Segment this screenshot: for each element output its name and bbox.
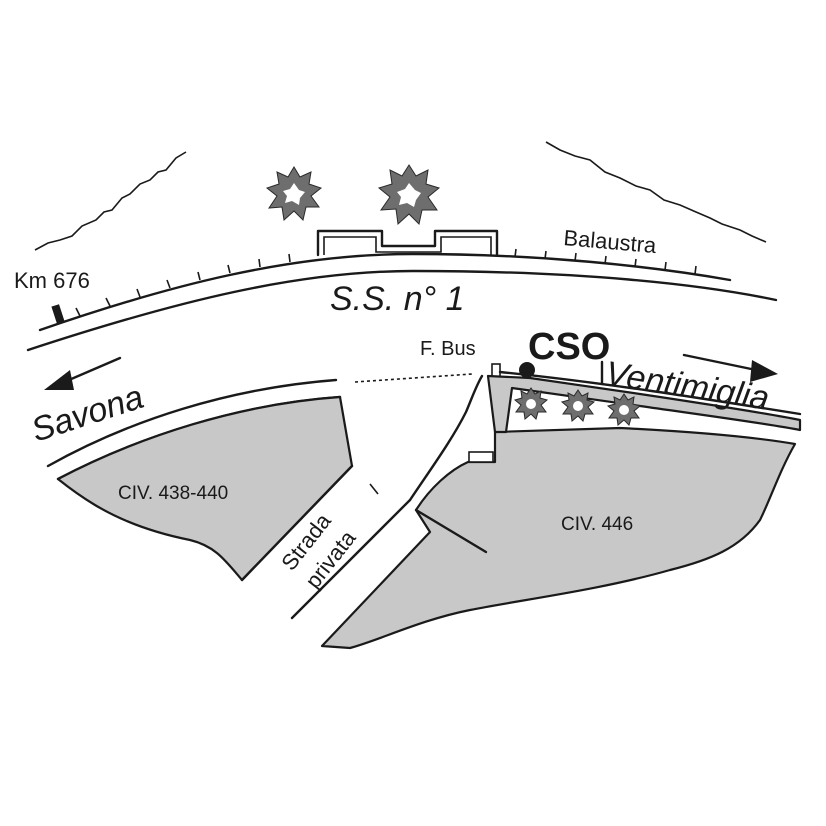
road-edge-south: [26, 269, 778, 352]
balcony-outline: [316, 229, 499, 257]
bus-stop-label: F. Bus: [420, 338, 476, 360]
parcel-civ-446: [320, 426, 797, 650]
private-road-edge-right: [290, 498, 412, 620]
km-marker-post: [51, 304, 65, 324]
site-label: CSO: [528, 326, 610, 368]
hill-contour-left: [34, 151, 187, 251]
railing-ticks: [75, 248, 697, 317]
railing-label: Balaustra: [563, 225, 659, 258]
direction-left-label: Savona: [27, 378, 148, 450]
parcel-right-label: CIV. 446: [561, 514, 633, 535]
shrub-icon: [606, 393, 642, 426]
sidewalk-strip: [486, 374, 802, 434]
private-road-tick: [369, 483, 379, 495]
parcel-left-label: CIV. 438-440: [118, 483, 228, 504]
km-marker-label: Km 676: [14, 268, 90, 293]
shrub-icon: [560, 389, 596, 422]
gate-marker: [468, 451, 494, 463]
road-edge-north: [38, 252, 732, 332]
road-south-edge-right: [498, 370, 802, 416]
parcel-civ-446-divider: [414, 508, 488, 554]
arrow-right-icon: [682, 353, 778, 382]
shrub-icon: [513, 387, 549, 420]
balcony-inner: [323, 236, 492, 255]
tree-icon: [265, 166, 323, 221]
arrow-left-icon: [44, 356, 122, 390]
cso-location-dot: [519, 362, 535, 378]
tree-icon: [377, 164, 441, 226]
dotted-boundary: [354, 373, 473, 383]
private-road-edge-left: [240, 464, 354, 582]
road-name-label: S.S. n° 1: [330, 280, 465, 318]
road-south-curb-left: [46, 378, 338, 468]
parcel-civ-438-440: [56, 395, 354, 582]
hill-contour-right: [545, 141, 767, 243]
access-road-edge: [408, 374, 484, 502]
